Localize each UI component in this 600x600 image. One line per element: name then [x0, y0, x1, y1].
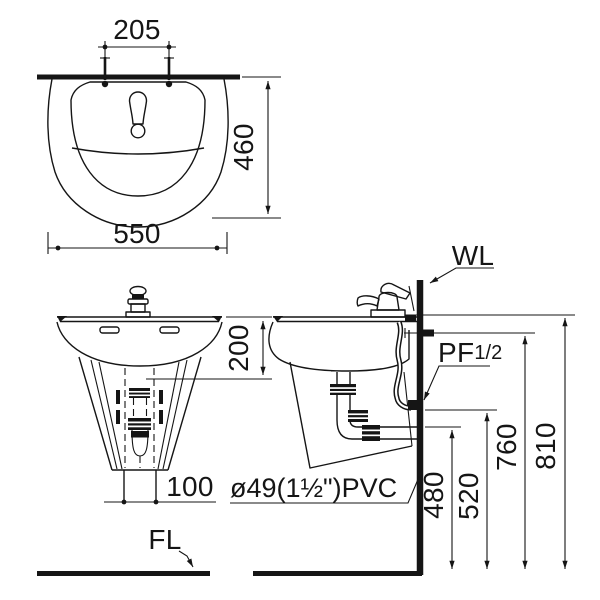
dim-520: 520	[425, 409, 497, 569]
pedestal-view: 200 100 FL	[37, 285, 272, 576]
dim-100: 100	[104, 471, 216, 505]
dim-480: 480	[418, 426, 461, 569]
dim-100-label: 100	[166, 471, 214, 502]
drain-trap	[330, 370, 417, 441]
outlet-stem	[123, 470, 157, 501]
faucet-pedestal	[125, 285, 151, 318]
supply-leader	[423, 365, 490, 401]
basin-side-outline	[268, 315, 417, 469]
wall-label-group: WL	[429, 240, 495, 284]
overflow-slot-left	[99, 326, 120, 334]
dim-460-label: 460	[228, 123, 259, 171]
dim-810: 810	[405, 314, 575, 569]
dim-760-label: 760	[491, 423, 522, 471]
supply-fitting	[408, 400, 417, 410]
dim-550: 550	[47, 218, 228, 254]
drain-label: ø49(1½")PVC	[230, 473, 397, 503]
front-view: 205 460	[37, 14, 281, 254]
drain-label-group: ø49(1½")PVC	[230, 473, 420, 504]
supply-label: PF1/2	[438, 337, 502, 368]
overflow-slot-right	[159, 326, 180, 334]
basin-front-edge	[71, 147, 205, 155]
dim-810-label: 810	[530, 422, 561, 470]
dim-200-label: 200	[223, 324, 254, 372]
drain-leader	[230, 476, 420, 504]
pedestal-skirt	[78, 356, 202, 471]
supply-hose	[393, 321, 417, 411]
wall-label: WL	[452, 240, 495, 271]
dim-760: 760	[441, 332, 535, 569]
basin-front-outline	[47, 78, 229, 228]
dim-520-label: 520	[453, 472, 484, 520]
dim-205-label: 205	[113, 14, 161, 45]
floor-leader	[178, 550, 194, 568]
floor-label-group: FL	[37, 524, 210, 576]
faucet-front	[128, 91, 148, 139]
supply-label-group: PF1/2	[423, 337, 502, 401]
hidden-drain	[116, 368, 163, 468]
dim-460: 460	[212, 76, 281, 219]
pedestal-skirt-side	[289, 361, 413, 469]
basin-pedestal-outline	[56, 316, 223, 367]
wall-leader	[429, 267, 494, 284]
dim-550-label: 550	[113, 218, 161, 249]
side-view: WL	[230, 240, 575, 576]
dim-205: 205	[98, 14, 176, 57]
floor-label: FL	[148, 524, 181, 555]
dim-200: 200	[146, 316, 272, 380]
dim-480-label: 480	[418, 471, 449, 519]
faucet-side	[356, 282, 415, 318]
mounting-bolt-side	[404, 328, 441, 338]
